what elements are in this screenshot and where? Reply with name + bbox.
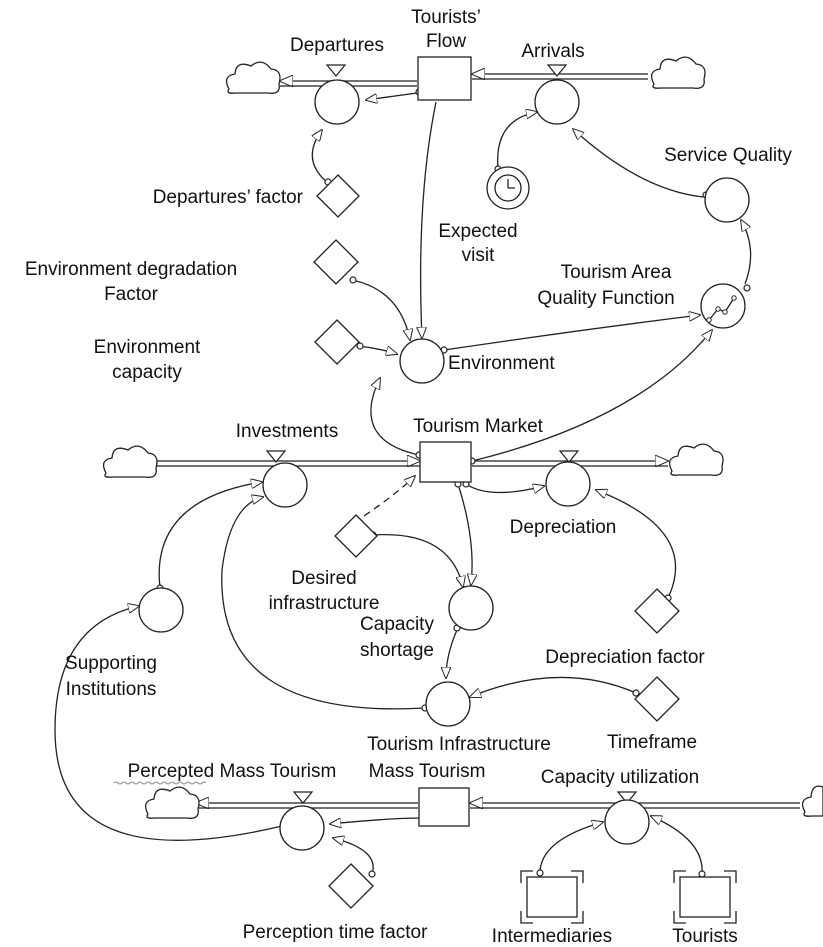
depreciation-factor-label: Depreciation factor <box>545 647 705 668</box>
timeframe-label: Timeframe <box>607 732 697 753</box>
arrivals-rate <box>534 79 580 125</box>
tourism-market-label: Tourism Market <box>413 416 544 437</box>
environment-capacity-label-line2: capacity <box>112 362 182 383</box>
environment-capacity-label-line1: Environment <box>94 337 201 358</box>
valve-icons <box>265 64 638 804</box>
spellcheck-underline <box>113 781 207 785</box>
departures-factor-label: Departures’ factor <box>153 187 304 208</box>
cloud-icon-capacity-source <box>801 785 823 817</box>
capacity-utilization-rate <box>604 799 650 845</box>
tourism-market-stock <box>419 441 472 483</box>
capacity-shortage-label-line2: shortage <box>360 640 434 661</box>
depreciation-factor-constant <box>634 588 680 634</box>
perception-time-factor-label: Perception time factor <box>243 922 428 943</box>
expected-visit-label-line2: visit <box>462 245 495 266</box>
tourism-area-quality-label-line1: Tourism Area <box>561 262 672 283</box>
departures-rate <box>314 79 360 125</box>
tourism-area-quality-function-converter <box>700 283 746 329</box>
percepted-valve-icon <box>292 791 314 804</box>
service-quality-converter <box>704 177 750 223</box>
supporting-institutions-label-line2: Institutions <box>66 679 157 700</box>
supporting-institutions-label-line1: Supporting <box>65 653 157 674</box>
tourism-area-quality-label-line2: Quality Function <box>537 288 674 309</box>
investments-label: Investments <box>236 421 338 442</box>
arrivals-label: Arrivals <box>521 41 584 62</box>
tourists-flow-label-line2: Flow <box>426 31 466 52</box>
cloud-icon-arrivals-source <box>650 56 706 89</box>
intermediaries-label: Intermediaries <box>492 926 612 947</box>
timeframe-constant <box>634 676 680 722</box>
cloud-icon-departures-sink <box>225 61 281 94</box>
capacity-shortage-converter <box>448 585 494 631</box>
tourism-infrastructure-label: Tourism Infrastructure <box>367 734 551 755</box>
environment-degradation-label-line2: Factor <box>104 284 159 305</box>
capacity-shortage-label-line1: Capacity <box>360 614 434 635</box>
depreciation-label: Depreciation <box>510 517 617 538</box>
percepted-mass-tourism-label: Percepted Mass Tourism <box>128 761 337 782</box>
environment-degradation-factor-constant <box>313 239 359 285</box>
cloud-icon-percepted-sink <box>144 786 200 819</box>
tourists-ghost-stock <box>673 870 737 924</box>
tourists-label: Tourists <box>672 926 737 947</box>
departures-factor-constant <box>316 174 360 218</box>
departures-label: Departures <box>290 35 384 56</box>
graph-function-icon <box>706 295 737 323</box>
supporting-institutions-converter <box>138 587 184 633</box>
cloud-icon-depreciation-sink <box>668 443 724 476</box>
percepted-mass-tourism-rate <box>279 805 325 851</box>
expected-visit-label-line1: Expected <box>438 221 517 242</box>
expected-visit-converter <box>486 166 530 210</box>
perception-time-factor-constant <box>328 863 374 909</box>
depreciation-rate <box>545 461 591 507</box>
connectors <box>54 92 752 875</box>
environment-label: Environment <box>448 353 555 374</box>
arrivals-valve-icon <box>546 64 568 77</box>
tourists-flow-stock <box>417 56 472 101</box>
desired-infrastructure-constant <box>334 514 378 558</box>
cloud-icon-investments-source <box>102 445 158 478</box>
environment-converter <box>399 338 445 384</box>
depreciation-valve-icon <box>558 450 580 463</box>
investments-valve-icon <box>265 450 287 463</box>
investments-rate <box>262 462 308 508</box>
tourists-flow-label-line1: Tourists’ <box>411 7 481 28</box>
clock-icon <box>494 174 522 202</box>
environment-degradation-label-line1: Environment degradation <box>25 259 237 280</box>
desired-infrastructure-label-line1: Desired <box>291 568 356 589</box>
mass-tourism-label: Mass Tourism <box>369 761 486 782</box>
mass-tourism-stock <box>418 787 470 827</box>
capacity-valve-icon <box>616 791 638 804</box>
desired-infrastructure-label-line2: infrastructure <box>269 593 380 614</box>
capacity-utilization-label: Capacity utilization <box>541 767 699 788</box>
service-quality-label: Service Quality <box>664 145 792 166</box>
tourism-infrastructure-converter <box>425 681 471 727</box>
intermediaries-ghost-stock <box>520 870 584 924</box>
departures-valve-icon <box>325 64 347 77</box>
environment-capacity-constant <box>314 319 360 365</box>
